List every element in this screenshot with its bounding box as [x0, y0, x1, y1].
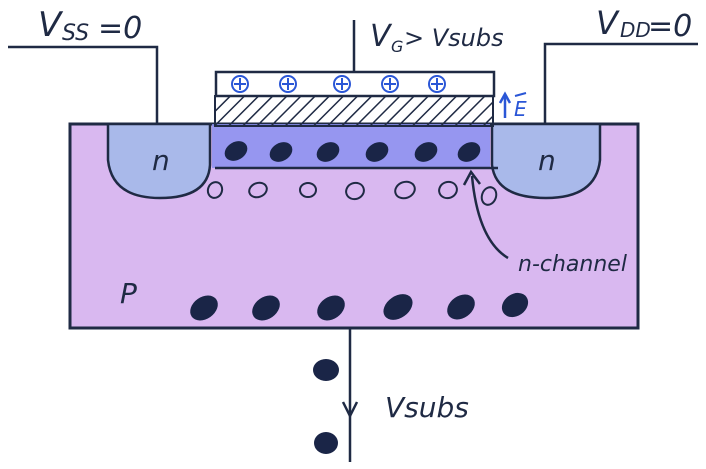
electron-icon: [190, 295, 218, 321]
channel-pointer-arrowhead-icon: [462, 169, 481, 186]
hole-icon: [345, 181, 365, 201]
electron-icon: [224, 141, 248, 161]
substrate-voltage-label: Vsubs: [385, 391, 469, 424]
left-region-label: n: [152, 144, 170, 177]
hole-icon: [206, 181, 224, 199]
source-voltage-value: =0: [98, 11, 142, 46]
electron-icon: [313, 359, 339, 381]
hole-icon: [438, 180, 458, 200]
drain-wire: [543, 42, 698, 124]
electron-icon: [269, 142, 293, 162]
source-voltage-label: V: [38, 5, 64, 45]
electron-icon: [314, 432, 338, 454]
gate-voltage-relation: > Vsubs: [404, 24, 504, 52]
electron-icon: [383, 294, 413, 320]
electron-icon: [457, 142, 481, 162]
gate-voltage-subscript: G: [391, 37, 403, 56]
positive-charge-icon: [279, 75, 297, 93]
drain-voltage-subscript: DD: [620, 18, 651, 42]
substrate-electrons: [190, 292, 529, 321]
hole-icon: [299, 182, 317, 198]
drain-voltage-label: V: [596, 4, 620, 42]
electron-icon: [252, 295, 280, 321]
positive-charge-icon: [231, 75, 249, 93]
positive-charge-icon: [428, 75, 446, 93]
gate-electrode: [214, 70, 496, 98]
electric-field-arrow-icon: [498, 91, 512, 118]
electron-icon: [365, 142, 389, 162]
right-n-region: [490, 122, 602, 200]
substrate-type-label: P: [120, 277, 137, 310]
left-n-region: [106, 122, 212, 200]
hole-icon: [394, 180, 416, 200]
electron-icon: [317, 295, 345, 321]
source-wire: [8, 45, 159, 124]
electron-icon: [447, 294, 475, 320]
substrate-current-arrow-icon: [341, 401, 359, 419]
channel-electrons: [224, 141, 481, 162]
n-channel-region: [212, 124, 490, 168]
channel-pointer-arrow-icon: [470, 175, 509, 260]
electron-icon: [501, 292, 529, 318]
wires: [8, 20, 698, 462]
source-voltage-subscript: SS: [62, 21, 89, 46]
drain-voltage-value: =0: [648, 9, 692, 44]
gate-oxide: [214, 95, 494, 127]
positive-charge-icon: [333, 75, 351, 93]
hole-icon: [480, 186, 498, 206]
hole-icon: [248, 181, 268, 199]
electron-icon: [414, 142, 438, 162]
gate-positive-charges: [231, 75, 446, 93]
electric-field-label: E: [514, 97, 527, 121]
positive-charge-icon: [381, 75, 399, 93]
outgoing-electrons: [313, 359, 339, 454]
right-region-label: n: [538, 144, 556, 177]
electron-icon: [316, 142, 340, 162]
field-vector-bar: [514, 92, 527, 97]
holes: [206, 180, 498, 206]
channel-label: n-channel: [518, 252, 627, 277]
gate-voltage-label: V: [370, 19, 393, 54]
